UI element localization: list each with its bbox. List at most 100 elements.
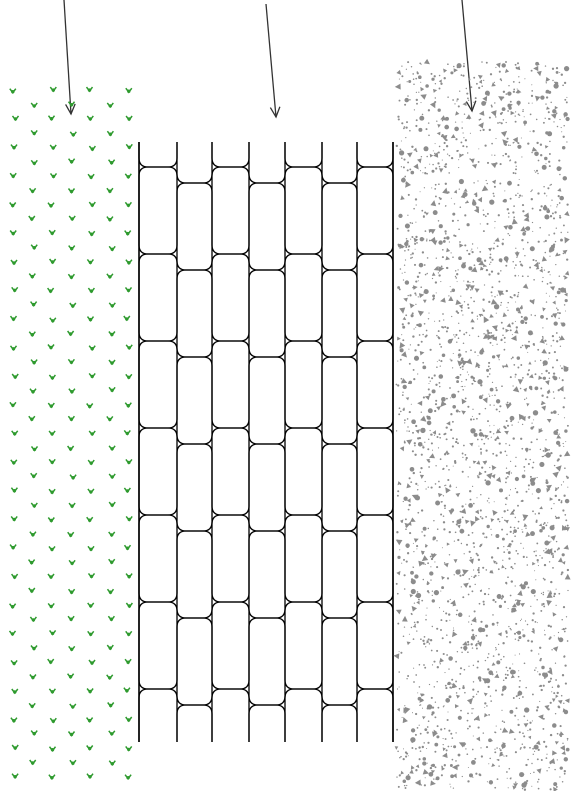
speckle	[416, 593, 421, 598]
speckle	[406, 678, 407, 679]
speckle	[445, 685, 447, 687]
speckle	[513, 172, 515, 174]
speckle	[446, 248, 450, 253]
speckle	[517, 145, 521, 149]
speckle	[520, 388, 522, 390]
speckle	[480, 494, 481, 495]
speckle	[436, 681, 437, 682]
cell	[212, 254, 249, 341]
speckle	[469, 578, 471, 580]
speckle	[524, 581, 528, 585]
speckle	[478, 413, 480, 415]
vegetation-dot	[48, 345, 54, 350]
speckle	[559, 202, 561, 204]
speckle	[556, 340, 558, 342]
speckle	[487, 438, 489, 440]
speckle	[473, 102, 475, 104]
speckle	[515, 600, 516, 601]
speckle	[448, 295, 449, 296]
speckle	[518, 691, 523, 696]
speckle	[438, 330, 440, 332]
speckle	[466, 332, 468, 334]
speckle	[528, 485, 529, 486]
speckle	[518, 639, 520, 641]
speckle	[556, 332, 558, 334]
speckle	[417, 485, 418, 486]
speckle	[424, 59, 430, 64]
speckle	[430, 154, 433, 158]
vegetation-dot	[70, 132, 76, 137]
speckle	[522, 275, 524, 277]
speckle	[565, 499, 569, 503]
vegetation-dot	[89, 202, 95, 207]
speckle	[448, 613, 450, 615]
speckle	[555, 106, 559, 109]
speckle	[481, 517, 483, 519]
speckle	[533, 551, 535, 553]
vegetation-dot	[88, 603, 94, 608]
speckle	[429, 453, 435, 458]
speckle	[538, 788, 540, 790]
speckle	[504, 688, 506, 690]
speckle	[413, 472, 415, 474]
speckle	[555, 252, 559, 256]
speckle	[405, 528, 407, 530]
speckle	[413, 681, 415, 683]
speckle	[425, 84, 429, 88]
speckle	[477, 667, 479, 669]
speckle	[422, 334, 424, 336]
speckle	[479, 429, 481, 431]
speckle	[419, 116, 424, 121]
speckle	[451, 134, 456, 138]
speckle	[546, 92, 547, 93]
cell	[177, 444, 212, 531]
speckle	[455, 732, 456, 733]
speckle	[501, 322, 503, 324]
speckle	[416, 103, 418, 105]
speckle	[517, 88, 518, 89]
speckle	[542, 462, 544, 464]
speckle	[549, 247, 554, 252]
speckle	[469, 158, 470, 159]
speckle	[413, 638, 415, 640]
speckle	[548, 535, 550, 537]
speckle	[443, 240, 446, 243]
speckle	[550, 591, 551, 592]
speckle	[497, 625, 498, 626]
speckle	[458, 323, 459, 324]
speckle	[471, 86, 473, 88]
speckle	[470, 703, 471, 704]
speckle	[446, 145, 448, 147]
speckle	[548, 358, 549, 359]
speckle	[545, 163, 546, 164]
speckle	[520, 264, 522, 266]
speckle	[428, 439, 429, 440]
speckle	[510, 296, 512, 298]
speckle	[531, 640, 533, 642]
vegetation-dot	[11, 346, 17, 351]
speckle	[519, 82, 521, 84]
speckle	[550, 286, 555, 290]
vegetation-dot	[125, 403, 131, 408]
speckle	[530, 481, 535, 486]
speckle	[517, 356, 520, 359]
speckle	[537, 671, 538, 672]
speckle	[439, 433, 441, 435]
speckle	[408, 430, 410, 432]
speckle	[472, 647, 473, 648]
speckle	[521, 529, 522, 530]
speckle	[456, 487, 457, 488]
speckle	[514, 715, 516, 717]
speckle	[551, 114, 557, 119]
speckle	[517, 295, 519, 297]
speckle	[465, 520, 470, 524]
vegetation-dot	[29, 588, 35, 593]
speckle	[434, 374, 436, 376]
speckle	[480, 384, 482, 386]
speckle	[509, 729, 515, 734]
speckle	[421, 341, 423, 343]
speckle	[402, 394, 404, 396]
speckle	[418, 128, 422, 132]
speckle	[528, 417, 529, 418]
speckle	[424, 146, 429, 151]
